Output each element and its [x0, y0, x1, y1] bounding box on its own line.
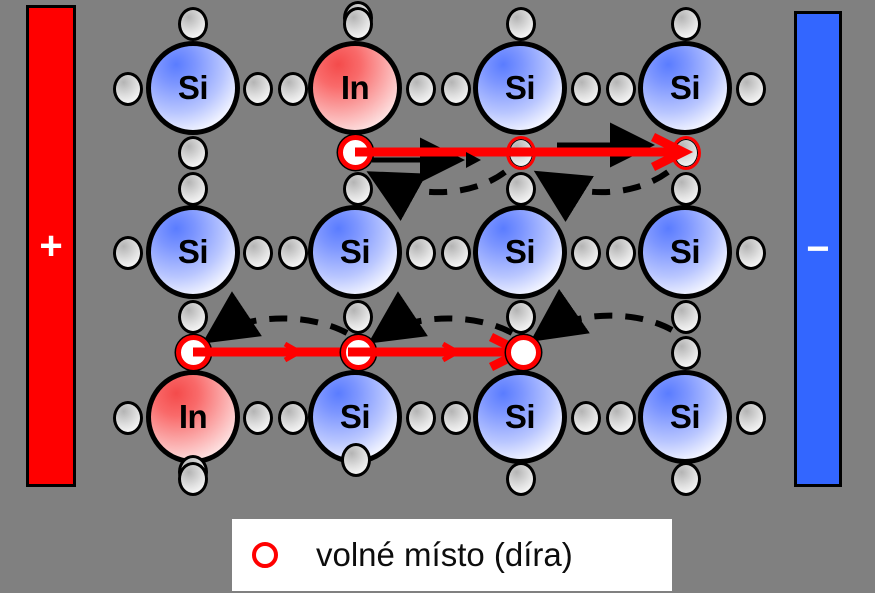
electron-hop-arc-upper-right	[533, 169, 670, 223]
atom-label: Si	[339, 233, 371, 270]
electron	[178, 172, 208, 206]
atom-label: Si	[339, 398, 371, 435]
electron	[341, 443, 371, 477]
atom-label: Si	[504, 69, 536, 106]
atom-label: Si	[669, 69, 701, 106]
electron	[736, 72, 766, 106]
electron	[571, 72, 601, 106]
electron-target	[506, 136, 536, 170]
atom-in: In	[308, 41, 402, 135]
legend-label: volné místo (díra)	[316, 536, 573, 573]
electron	[671, 172, 701, 206]
atom-label: Si	[504, 398, 536, 435]
hole-legend-icon	[252, 542, 278, 568]
atom-si: Si	[146, 41, 240, 135]
electron	[278, 401, 308, 435]
electron	[113, 236, 143, 270]
electron-hop-arc-lower-far-right	[530, 288, 674, 342]
electron	[278, 236, 308, 270]
electron	[736, 236, 766, 270]
electron	[506, 172, 536, 206]
hole-marker	[341, 335, 376, 370]
atom-si: Si	[638, 370, 732, 464]
electron	[506, 300, 536, 334]
electron	[243, 72, 273, 106]
atom-si: Si	[473, 41, 567, 135]
electron-hop-arc-lower-left	[202, 291, 349, 344]
electron	[441, 236, 471, 270]
atom-si: Si	[638, 41, 732, 135]
electron	[343, 172, 373, 206]
electron	[243, 401, 273, 435]
electron	[671, 336, 701, 370]
atom-si: Si	[146, 205, 240, 299]
electron	[671, 300, 701, 334]
electron	[506, 7, 536, 41]
electron	[178, 136, 208, 170]
atom-label: In	[340, 69, 370, 106]
atom-si: Si	[473, 205, 567, 299]
atom-label: Si	[669, 398, 701, 435]
electron	[606, 236, 636, 270]
atom-si: Si	[473, 370, 567, 464]
electron	[571, 236, 601, 270]
electron-hop-arc-upper-left	[366, 169, 507, 221]
atom-label: Si	[177, 233, 209, 270]
electron	[178, 300, 208, 334]
atom-si: Si	[308, 205, 402, 299]
electron	[178, 7, 208, 41]
electron	[606, 401, 636, 435]
atom-label: Si	[177, 69, 209, 106]
electron-target	[671, 136, 701, 170]
electron	[243, 236, 273, 270]
electron	[406, 236, 436, 270]
electron	[406, 72, 436, 106]
electron	[571, 401, 601, 435]
hole-marker	[338, 135, 373, 170]
electron	[178, 462, 208, 496]
electron	[113, 72, 143, 106]
electron	[113, 401, 143, 435]
atom-in: In	[146, 370, 240, 464]
anode-label: +	[39, 224, 63, 268]
electron-chevron-upper	[466, 152, 481, 168]
atom-label: Si	[504, 233, 536, 270]
electron	[278, 72, 308, 106]
anode-electrode-positive: +	[26, 5, 76, 487]
electron	[671, 462, 701, 496]
electron	[506, 462, 536, 496]
electron	[736, 401, 766, 435]
hole-marker	[506, 335, 541, 370]
electron-hop-arc-lower-right	[368, 291, 514, 344]
electron	[343, 7, 373, 41]
electron	[441, 401, 471, 435]
cathode-electrode-negative: −	[794, 11, 842, 487]
atom-label: Si	[669, 233, 701, 270]
atom-label: In	[178, 398, 208, 435]
electron	[671, 7, 701, 41]
legend: volné místo (díra)	[232, 519, 672, 591]
electron	[343, 300, 373, 334]
atom-si: Si	[638, 205, 732, 299]
cathode-label: −	[806, 227, 830, 271]
electron	[406, 401, 436, 435]
electron	[606, 72, 636, 106]
hole-marker	[176, 335, 211, 370]
electron	[441, 72, 471, 106]
